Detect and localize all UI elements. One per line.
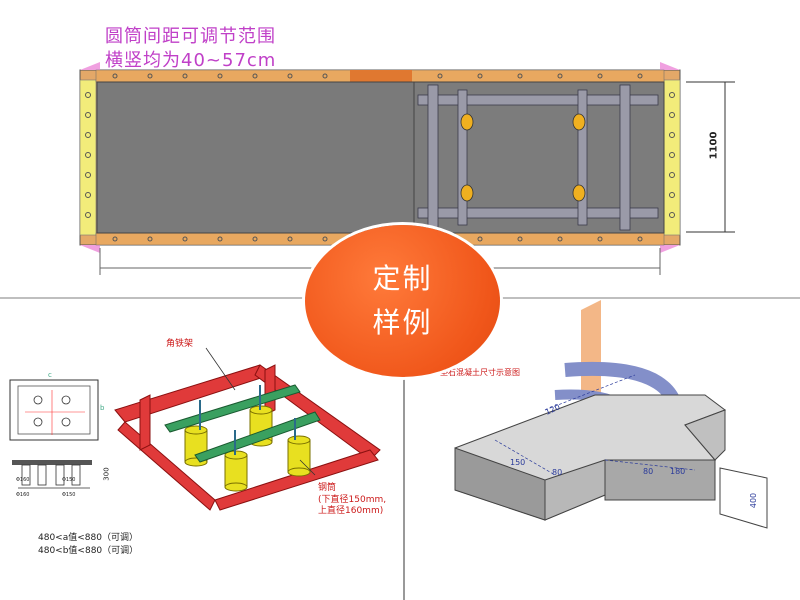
height-dimension-label: 1100 (708, 131, 720, 160)
badge-line1: 定制 (372, 262, 433, 295)
custom-sample-badge: 定制 样例 (305, 225, 500, 377)
edge-bolts (85, 73, 675, 242)
dim-b-label: b (100, 404, 105, 412)
side-panel (719, 467, 768, 529)
green-cross-bars (164, 384, 321, 463)
corner-tab (80, 62, 100, 70)
steel-tube-label: 钢筒 (318, 483, 337, 493)
range-subtitle: 横竖均为40~57cm (105, 50, 277, 71)
small-technical-drawing (9, 379, 99, 489)
concrete-dim-80-right: 80 (643, 467, 654, 476)
gray-plate-left (96, 81, 415, 234)
vertical-divider (403, 375, 405, 600)
concrete-diagram-title: 垫石混凝土尺寸示意图 (440, 368, 520, 377)
foot-diameter-label: Φ150 (62, 477, 76, 483)
plan-drawing (0, 62, 800, 299)
range-a-text: 480<a值<880（可调） (38, 533, 138, 543)
foot-diameter-label: Φ160 (16, 477, 30, 483)
concrete-dim-150: 150 (510, 458, 526, 467)
foot-diameter-label: Φ150 (62, 492, 76, 498)
corner-tab (660, 245, 680, 253)
concrete-block (454, 394, 727, 521)
steel-frame (417, 84, 659, 231)
concrete-dim-80-left: 80 (552, 468, 563, 477)
concrete-pad-drawing (454, 300, 768, 529)
bolts (199, 385, 296, 455)
tube-lower-diameter: (下直径150mm, (318, 495, 387, 505)
corner-tab (80, 245, 100, 253)
tube-tops (460, 113, 586, 202)
steel-frame-3d (114, 347, 381, 511)
angle-iron-label: 角铁架 (166, 339, 194, 349)
range-b-text: 480<b值<880（可调） (38, 546, 139, 556)
vertical-dimension-line (686, 81, 735, 233)
range-title: 圆筒间距可调节范围 (105, 26, 276, 47)
badge-line2: 样例 (372, 306, 433, 339)
dim-c-label: c (48, 371, 52, 379)
concrete-dim-400: 400 (749, 492, 759, 509)
concrete-dim-180: 180 (670, 467, 686, 476)
top-edge-accent (350, 70, 412, 82)
foot-diameter-label: Φ160 (16, 492, 30, 498)
tube-upper-diameter: 上直径160mm) (318, 506, 384, 516)
dimension-lines (494, 374, 696, 476)
corner-tab (660, 62, 680, 70)
